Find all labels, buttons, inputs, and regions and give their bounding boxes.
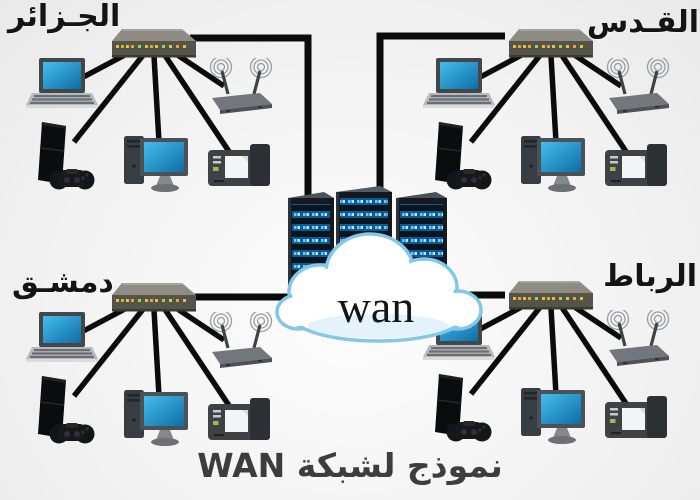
game-console-icon [429, 372, 493, 446]
diagram-caption: نموذج لشبكة WAN [197, 446, 503, 485]
link-switch-console [468, 304, 544, 396]
link-switch-console [468, 52, 544, 144]
city-label: دمشـق [12, 265, 114, 300]
link-switch-printer [558, 304, 632, 410]
network-alquds: القـدس [415, 5, 699, 195]
wan-cloud-icon: wan [272, 218, 487, 343]
link-switch-desktop [151, 55, 162, 143]
desktop-computer-icon [521, 378, 587, 446]
network-switch-icon [104, 280, 200, 316]
link-switch-console [71, 52, 147, 144]
wireless-router-icon [206, 58, 274, 116]
network-rabat: الرباط [415, 259, 697, 447]
city-label: القـدس [586, 5, 699, 40]
city-label: الجـزائر [8, 0, 121, 34]
network-switch-icon [501, 26, 597, 62]
printer-icon [208, 140, 272, 192]
wan-cloud-label: wan [338, 281, 415, 332]
game-console-icon [429, 120, 493, 194]
link-switch-printer [558, 52, 632, 158]
link-switch-desktop [151, 309, 162, 397]
laptop-icon [26, 58, 98, 112]
trunk-line-top-right [376, 32, 505, 220]
network-damascus: دمشـق [12, 265, 288, 449]
game-console-icon [32, 374, 96, 448]
desktop-computer-icon [124, 380, 190, 448]
desktop-computer-icon [521, 126, 587, 194]
link-switch-printer [161, 306, 235, 412]
laptop-icon [26, 312, 98, 366]
laptop-icon [423, 58, 495, 112]
link-switch-console [71, 306, 147, 398]
trunk-line-top-left [190, 34, 312, 220]
wireless-router-icon [603, 310, 671, 368]
printer-icon [208, 394, 272, 446]
link-switch-printer [161, 52, 235, 158]
city-label: الرباط [603, 259, 697, 294]
network-switch-icon [501, 278, 597, 314]
desktop-computer-icon [124, 126, 190, 194]
link-switch-desktop [548, 55, 559, 143]
wireless-router-icon [603, 58, 671, 116]
network-switch-icon [104, 26, 200, 62]
printer-icon [605, 392, 669, 444]
link-switch-desktop [548, 307, 559, 395]
network-algiers: الجـزائر [8, 0, 288, 195]
printer-icon [605, 140, 669, 192]
game-console-icon [32, 120, 96, 194]
wireless-router-icon [206, 312, 274, 370]
